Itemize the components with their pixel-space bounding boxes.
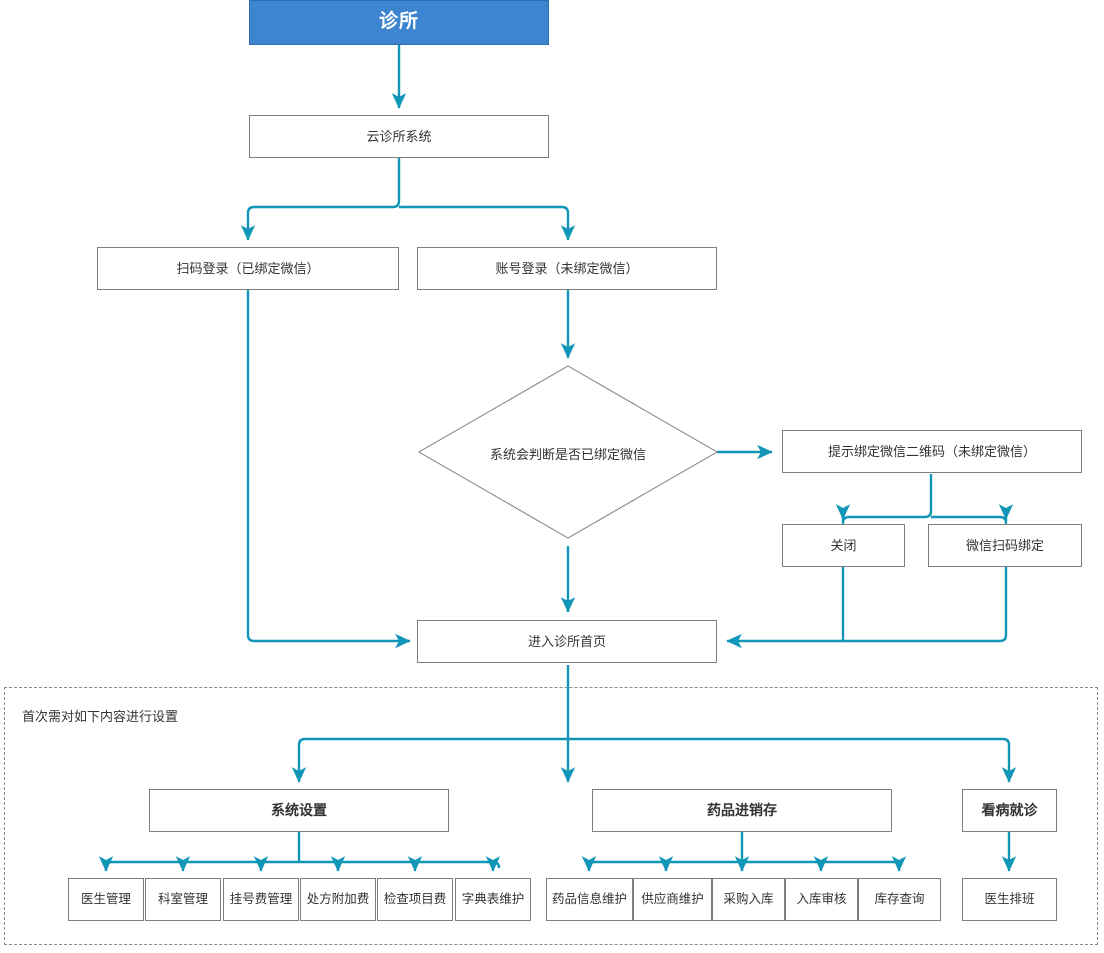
leaf-inventory-1[interactable]: 供应商维护 (633, 878, 712, 921)
node-wechat-scan-bind[interactable]: 微信扫码绑定 (928, 524, 1082, 567)
wire-wechat-bind-to-home (843, 567, 1008, 643)
node-system-settings[interactable]: 系统设置 (149, 789, 449, 832)
diagram-title: 诊所 (249, 0, 549, 45)
leaf-inventory-0[interactable]: 药品信息维护 (546, 878, 633, 921)
node-close[interactable]: 关闭 (782, 524, 905, 567)
leaf-visit-0[interactable]: 医生排班 (962, 878, 1057, 921)
node-enter-clinic-home[interactable]: 进入诊所首页 (417, 620, 717, 663)
first-time-setup-group (4, 687, 1098, 945)
node-drug-inventory[interactable]: 药品进销存 (592, 789, 892, 832)
leaf-system-settings-0[interactable]: 医生管理 (68, 878, 144, 921)
wire-close-to-home (726, 567, 845, 649)
first-time-setup-label: 首次需对如下内容进行设置 (22, 709, 179, 724)
leaf-system-settings-5[interactable]: 字典表维护 (455, 878, 531, 921)
node-bind-wechat-qr-prompt[interactable]: 提示绑定微信二维码（未绑定微信） (782, 430, 1082, 473)
leaf-system-settings-2[interactable]: 挂号费管理 (223, 878, 299, 921)
leaf-system-settings-3[interactable]: 处方附加费 (300, 878, 376, 921)
wire-system-to-scan-login (240, 158, 401, 241)
node-account-login[interactable]: 账号登录（未绑定微信） (417, 247, 717, 290)
leaf-inventory-3[interactable]: 入库审核 (785, 878, 858, 921)
leaf-system-settings-1[interactable]: 科室管理 (145, 878, 221, 921)
node-decision-wechat-bound: 系统会判断是否已绑定微信 (489, 447, 646, 462)
node-medical-visit[interactable]: 看病就诊 (962, 789, 1057, 832)
leaf-inventory-4[interactable]: 库存查询 (858, 878, 941, 921)
leaf-inventory-2[interactable]: 采购入库 (712, 878, 785, 921)
wire-system-to-account-login (399, 205, 576, 241)
leaf-system-settings-4[interactable]: 检查项目费 (377, 878, 453, 921)
wire-bind-prompt-split-right (931, 515, 1008, 525)
node-cloud-clinic-system[interactable]: 云诊所系统 (249, 115, 549, 158)
node-scan-login[interactable]: 扫码登录（已绑定微信） (97, 247, 399, 290)
wire-scan-login-to-home (246, 289, 411, 649)
wire-bind-prompt-split-left (841, 474, 933, 525)
